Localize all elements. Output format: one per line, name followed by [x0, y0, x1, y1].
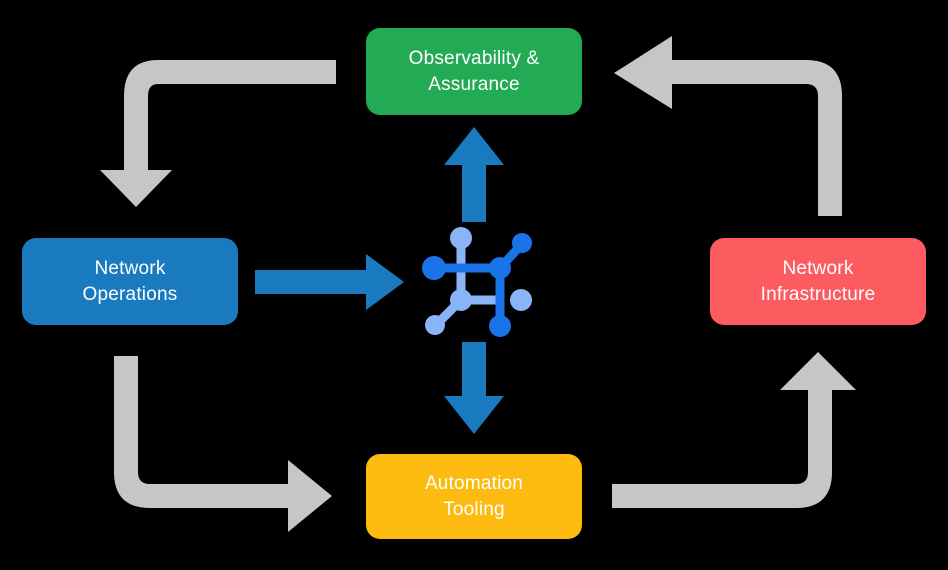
blue-arrow-center-to-observability [444, 127, 504, 222]
gray-arrow-infrastructure-to-observability [614, 36, 842, 216]
blue-arrow-center-to-automation [444, 342, 504, 434]
topology-nodes-secondary [425, 227, 532, 335]
topology-links-secondary [432, 233, 505, 329]
node-observability-assurance[interactable]: Observability & Assurance [366, 28, 582, 115]
gray-arrow-operations-to-automation [114, 356, 332, 532]
node-automation-tooling[interactable]: Automation Tooling [366, 454, 582, 539]
topology-nodes-primary [422, 233, 532, 337]
gray-arrow-observability-to-operations [100, 60, 336, 207]
node-network-infrastructure[interactable]: Network Infrastructure [710, 238, 926, 325]
node-network-operations[interactable]: Network Operations [22, 238, 238, 325]
blue-arrow-operations-to-center [255, 254, 404, 310]
gray-arrow-automation-to-infrastructure [612, 352, 856, 508]
network-topology-icon [422, 227, 532, 337]
